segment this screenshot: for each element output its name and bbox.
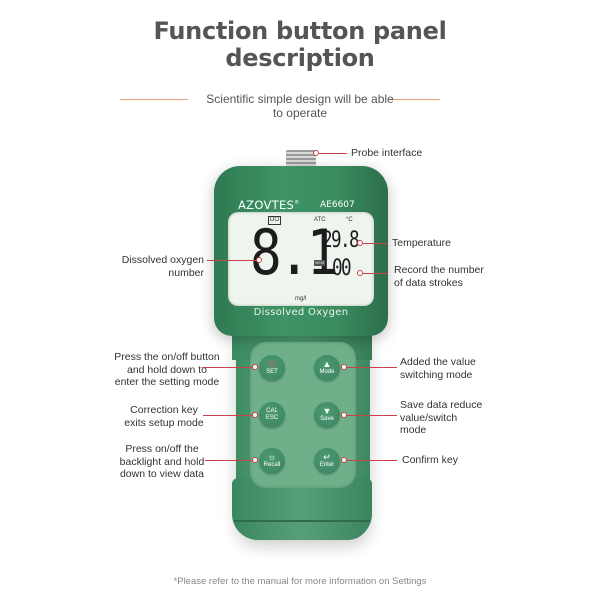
up-triangle-icon: ▲ [322, 359, 332, 369]
lcd-unit: mg/l [295, 296, 307, 302]
recall-callout-line [205, 460, 252, 461]
records-label-line-2: of data strokes [394, 276, 463, 289]
page-title: Function button panel description [0, 18, 600, 72]
footer-note: *Please refer to the manual for more inf… [173, 576, 427, 587]
recall-callout-dot [252, 457, 258, 463]
temperature-callout-dot [357, 240, 363, 246]
set-label-line-1: Press the on/off button [114, 351, 220, 363]
lcd-mem-tag: MEM [314, 260, 326, 266]
power-icon: ⏻ [268, 359, 276, 369]
do-callout-label: Dissolved oxygen number [100, 254, 204, 279]
subtitle-decor-left [120, 99, 188, 100]
base-groove [234, 520, 370, 522]
save-label-line-1: Save data reduce [400, 399, 483, 411]
mode-button-label: Mode [319, 369, 335, 375]
lcd-temperature: 29.8 [322, 228, 360, 253]
mode-callout-line [347, 367, 397, 368]
recall-callout-label: Press on/off the backlight and hold down… [112, 443, 212, 481]
save-callout-line [347, 415, 397, 416]
model-number: AE6607 [320, 200, 355, 210]
enter-callout-label: Confirm key [402, 454, 459, 466]
cal-callout-dot [252, 412, 258, 418]
lcd-screen [228, 212, 374, 306]
temperature-callout-label: Temperature [392, 237, 451, 249]
subtitle: Scientific simple design will be able to… [150, 92, 450, 120]
subtitle-decor-right [388, 99, 440, 100]
subtitle-line-1: Scientific simple design will be able [206, 92, 394, 106]
records-callout-label: Record the number of data strokes [394, 264, 484, 289]
recall-button[interactable]: ☼ Recall [259, 448, 285, 474]
set-button[interactable]: ⏻ SET [259, 355, 285, 381]
probe-callout-label: Probe interface [351, 147, 423, 159]
set-label-line-2: and hold down to [127, 363, 207, 376]
cal-callout-label: Correction key exits setup mode [118, 404, 210, 429]
recall-label-line-1: Press on/off the [125, 443, 199, 455]
save-callout-label: Save data reduce value/switch mode [400, 399, 482, 437]
save-button[interactable]: ▼ Save [314, 402, 340, 428]
enter-button[interactable]: ↵ Enter [314, 448, 340, 474]
enter-icon: ↵ [323, 452, 331, 462]
probe-callout-dot [313, 150, 319, 156]
do-label-line-1: Dissolved oxygen [121, 254, 204, 266]
save-label-line-2: value/switch [400, 411, 458, 424]
lcd-mode-tag: DO [268, 216, 281, 225]
mode-label-line-1: Added the value [400, 356, 476, 368]
set-button-label: SET [266, 369, 278, 375]
cal-callout-line [203, 415, 252, 416]
do-callout-line [207, 260, 256, 261]
set-label-line-3: enter the setting mode [114, 376, 220, 388]
mode-callout-label: Added the value switching mode [400, 356, 476, 381]
subtitle-line-2: to operate [272, 106, 328, 120]
set-callout-dot [252, 364, 258, 370]
cal-esc-button[interactable]: CAL ESC [259, 402, 285, 428]
records-label-line-1: Record the number [394, 264, 484, 276]
brand-name: AZOVTES [238, 198, 295, 212]
lcd-record-count: 00 [332, 256, 352, 281]
do-callout-dot [256, 257, 262, 263]
temperature-callout-line [363, 243, 388, 244]
backlight-icon: ☼ [267, 452, 277, 462]
registered-mark: ® [294, 200, 300, 207]
do-label-line-2: number [168, 266, 204, 279]
enter-callout-line [347, 460, 397, 461]
title-line-2: description [225, 44, 375, 72]
recall-button-label: Recall [263, 462, 281, 468]
cal-label-line-1: Correction key [130, 404, 198, 416]
lcd-temp-unit: °C [346, 217, 353, 223]
set-callout-label: Press the on/off button and hold down to… [112, 351, 222, 389]
brand-logo: AZOVTES® [238, 198, 299, 212]
mode-button[interactable]: ▲ Mode [314, 355, 340, 381]
set-callout-line [202, 367, 252, 368]
enter-callout-dot [341, 457, 347, 463]
records-callout-line [363, 273, 388, 274]
lcd-atc-indicator: ATC [314, 217, 326, 223]
cal-label-line-2: exits setup mode [124, 416, 204, 429]
device-name: Dissolved Oxygen [253, 307, 349, 318]
save-callout-dot [341, 412, 347, 418]
esc-button-label: ESC [265, 415, 279, 421]
recall-label-line-2: backlight and hold [119, 455, 205, 468]
title-line-1: Function button panel [153, 17, 447, 45]
mode-callout-dot [341, 364, 347, 370]
device-base [232, 478, 372, 540]
down-triangle-icon: ▼ [322, 406, 332, 416]
recall-label-line-3: down to view data [119, 468, 205, 480]
enter-button-label: Enter [319, 462, 335, 468]
records-callout-dot [357, 270, 363, 276]
save-button-label: Save [320, 416, 334, 422]
cal-button-label: CAL [266, 408, 278, 414]
save-label-line-3: mode [400, 424, 427, 436]
probe-callout-line [319, 153, 347, 154]
mode-label-line-2: switching mode [400, 368, 473, 381]
lcd-main-reading: 8.1 [250, 216, 338, 289]
